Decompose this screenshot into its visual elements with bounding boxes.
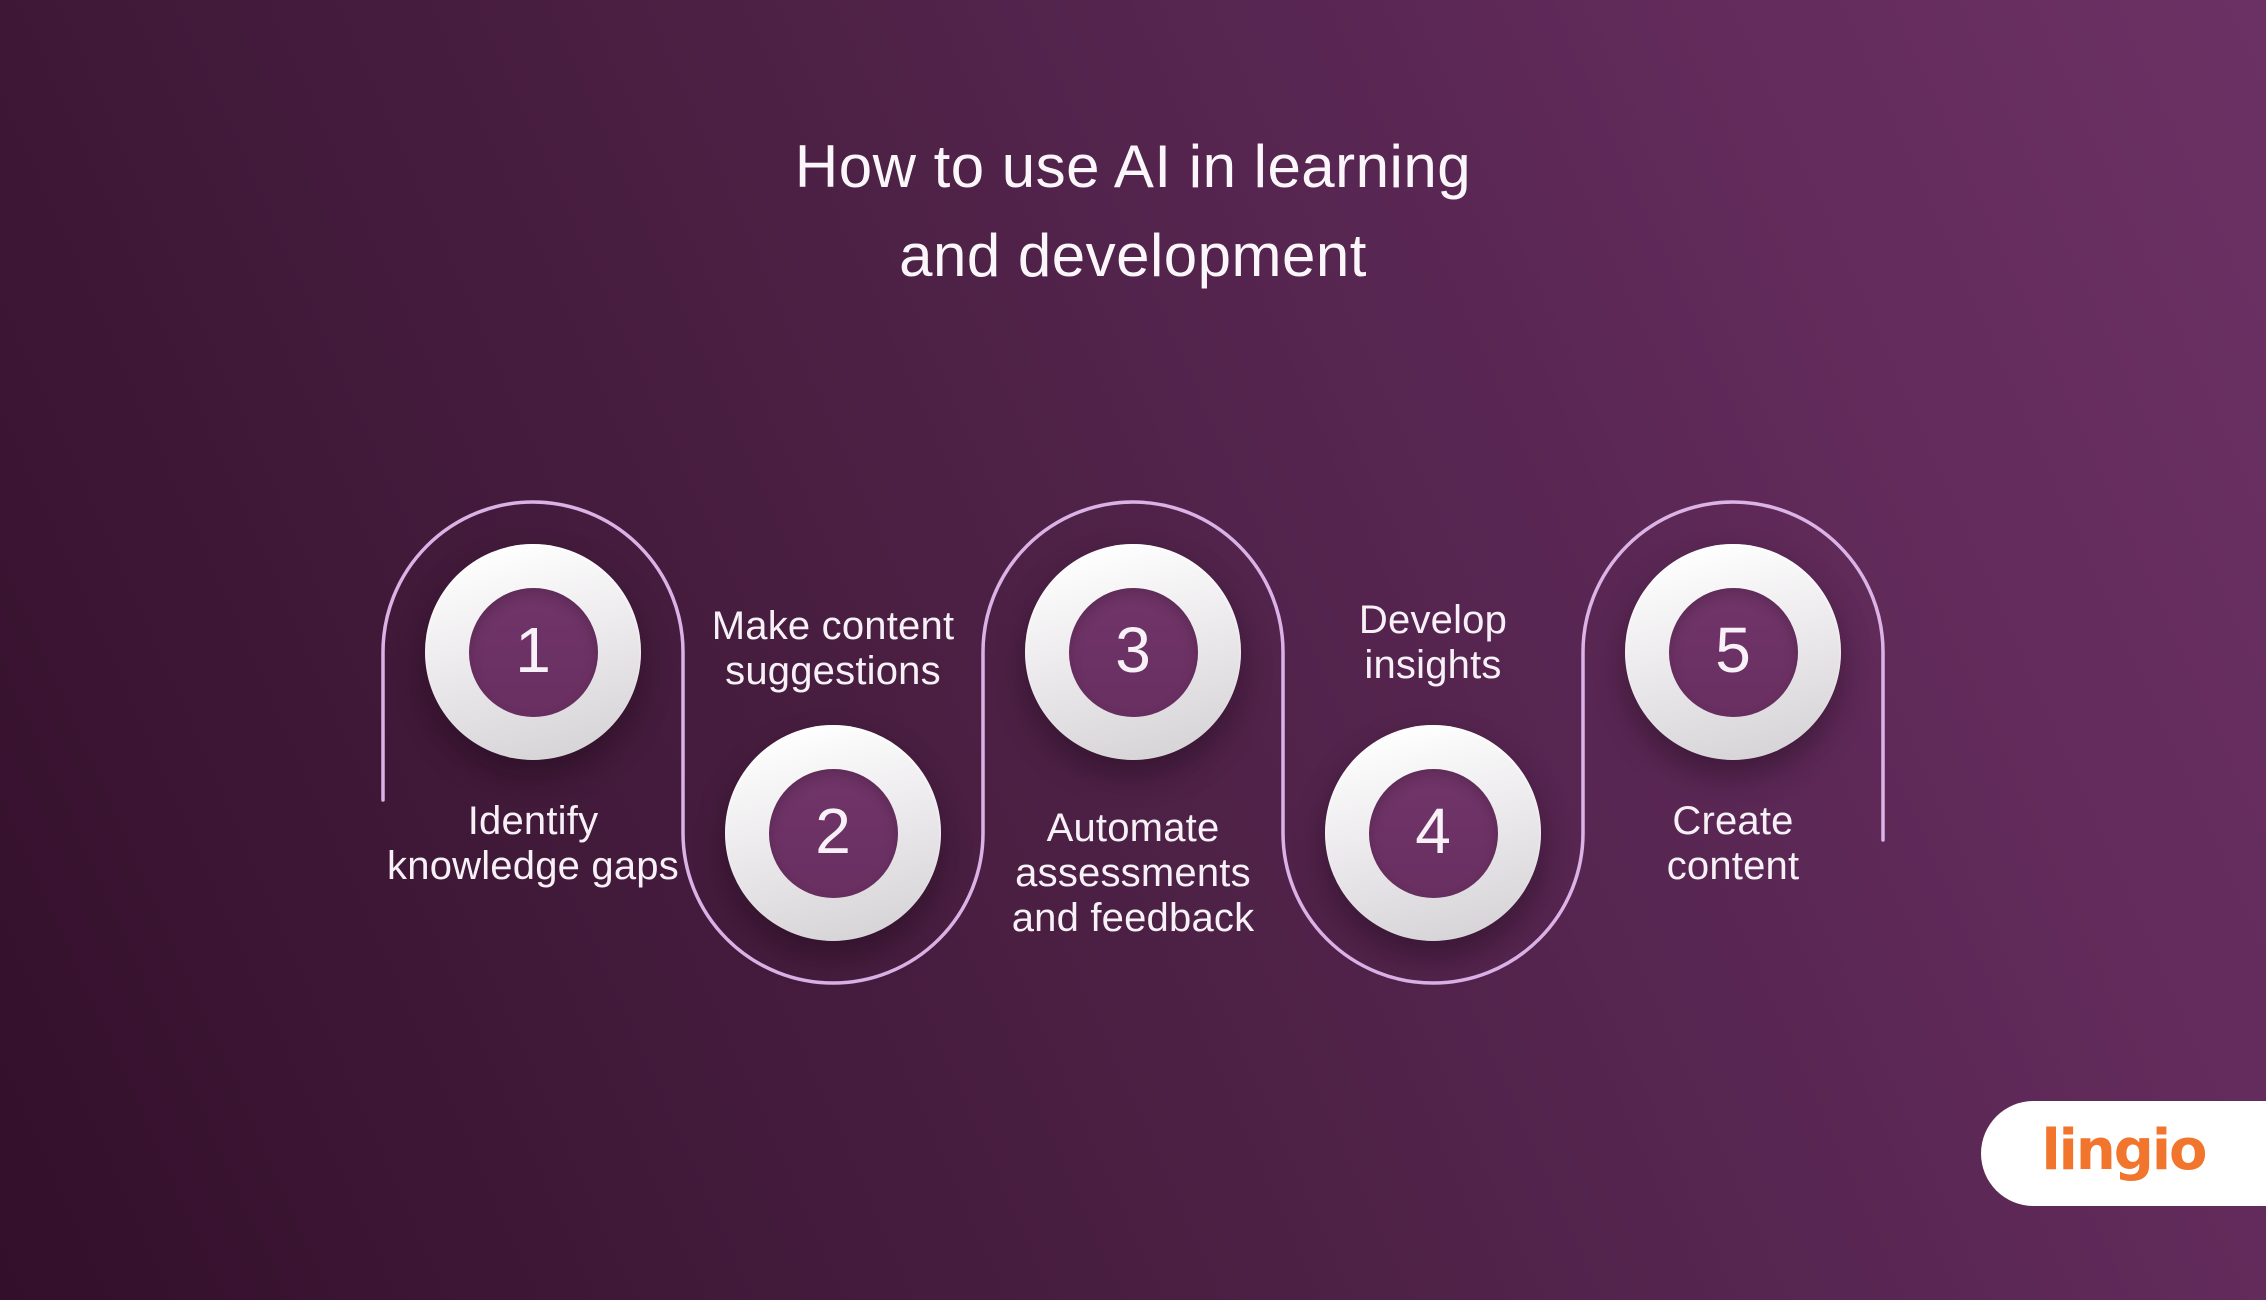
step-number: 3 (1115, 614, 1151, 686)
step-label-5: Create content (1666, 799, 1800, 888)
step-inner-circle: 5 (1668, 587, 1798, 717)
step-number: 4 (1415, 795, 1451, 867)
step-inner-circle: 3 (1068, 587, 1198, 717)
step-inner-circle: 2 (768, 768, 898, 898)
step-label-1: Identify knowledge gaps (387, 799, 679, 888)
step-number: 2 (815, 795, 851, 867)
lingio-logo-pill: lingio (1981, 1101, 2266, 1206)
step-circle-2: 2 (725, 725, 941, 941)
lingio-logo: lingio (2041, 1118, 2207, 1183)
page-title: How to use AI in learning and developmen… (794, 133, 1472, 289)
step-circle-3: 3 (1025, 544, 1241, 760)
step-inner-circle: 4 (1368, 768, 1498, 898)
step-circle-5: 5 (1625, 544, 1841, 760)
step-circle-4: 4 (1325, 725, 1541, 941)
step-label-2: Make content suggestions (711, 604, 955, 693)
step-label-3: Automate assessments and feedback (1011, 806, 1255, 940)
step-label-4: Develop insights (1358, 598, 1508, 687)
step-circle-1: 1 (425, 544, 641, 760)
step-inner-circle: 1 (468, 587, 598, 717)
step-number: 5 (1715, 614, 1751, 686)
step-number: 1 (515, 614, 551, 686)
connector-path (381, 500, 1885, 985)
